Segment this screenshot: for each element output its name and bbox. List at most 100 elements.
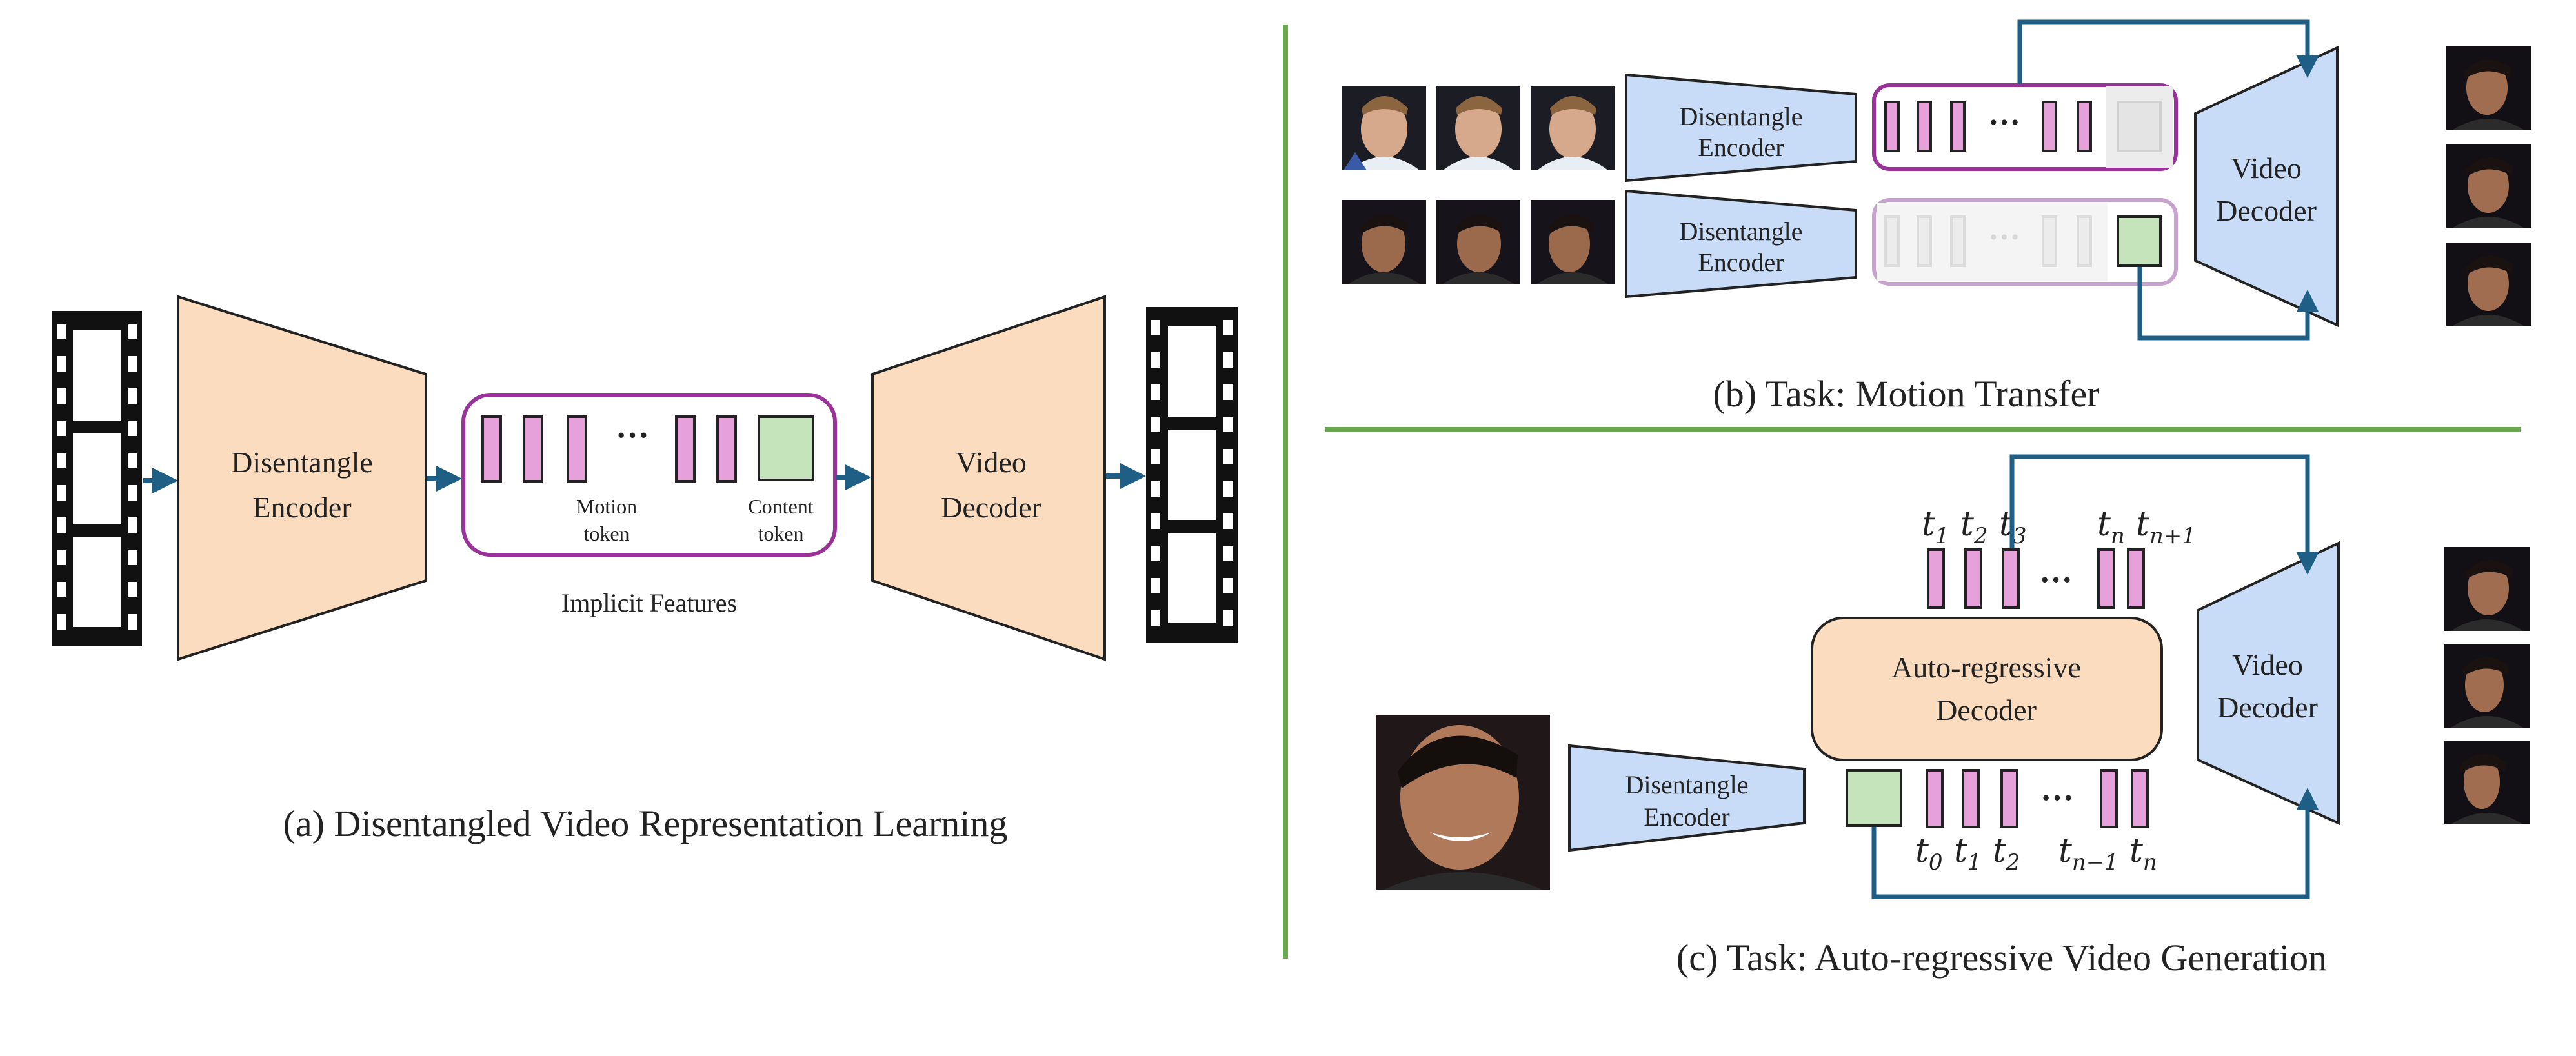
token-label: t [1999,505,2013,544]
face-thumbnail [1342,200,1426,284]
video-decoder [871,295,1106,661]
face-thumbnail [2446,46,2531,130]
disentangle-encoder-source [1625,73,1857,183]
motion-token [675,415,696,483]
ellipsis: ··· [2040,780,2074,817]
token-subscript: n+1 [2149,523,2196,549]
token-label: t [2058,832,2072,870]
content-token-label-line2: token [758,522,803,545]
disentangle-encoder [177,295,427,661]
token-subscript: n−1 [2072,850,2118,875]
svg-text:t0: t0 [1915,832,1943,875]
panel-c-caption: (c) Task: Auto-regressive Video Generati… [1676,937,2327,979]
token-subscript: n [2111,523,2125,549]
content-token [758,415,814,481]
panel-a-caption: (a) Disentangled Video Representation Le… [283,802,1008,844]
bottom-token-labels: t0 t1 t2 tn−1 tn [1915,832,2157,875]
input-token [1962,769,1980,828]
content-token-label-line1: Content [748,495,813,518]
faded-motion-token [2042,215,2057,267]
token-subscript: 1 [1967,850,1982,875]
faded-ellipsis: ··· [1988,219,2020,255]
token-label: t [2097,505,2111,544]
top-token-labels: t1 t2 t3 tn tn+1 [1922,505,2196,549]
faded-motion-token [2077,215,2092,267]
ellipsis: ··· [616,417,649,454]
face-thumbnail [1531,86,1615,170]
ellipsis: ··· [1988,104,2020,140]
faded-motion-token [1884,215,1900,267]
output-token [2002,548,2020,609]
implicit-features-box [461,393,837,557]
input-token [1926,769,1944,828]
source-features-box [1872,83,2178,171]
output-token [1927,548,1945,609]
motion-token [1884,101,1900,152]
token-subscript: 3 [2013,523,2027,549]
auto-regressive-decoder [1811,617,2163,761]
faded-content-token [2117,101,2162,152]
encoder-label-line2: Encoder [1698,248,1784,277]
encoder-label-line1: Disentangle [1679,217,1802,246]
input-face-image [1376,715,1550,890]
svg-text:t2: t2 [1960,505,1988,549]
source-face-frames [1342,86,1615,170]
input-token [2100,769,2118,828]
decoder-label-line1: Video [2232,648,2303,681]
token-subscript: 1 [1935,523,1949,549]
face-thumbnail [2446,243,2531,326]
implicit-features-caption: Implicit Features [561,588,737,617]
svg-text:tn+1: tn+1 [2136,505,2196,549]
motion-token-label-line2: token [583,522,629,545]
content-token [1846,769,1902,827]
video-decoder [2194,45,2339,328]
encoder-label-line1: Disentangle [1625,770,1748,799]
token-label: t [2129,832,2143,870]
output-token [2127,548,2145,609]
motion-token [716,415,737,483]
token-subscript: n [2143,850,2157,875]
faded-motion-token [1950,215,1966,267]
svg-text:tn−1: tn−1 [2058,832,2118,875]
decoder-label-line2: Decoder [2217,691,2318,724]
input-token [2000,769,2018,828]
ar-decoder-label-line1: Auto-regressive [1891,651,2081,684]
face-thumbnail [2444,741,2530,824]
faded-region [1877,203,2108,281]
svg-text:tn: tn [2129,832,2157,875]
motion-token-label-line1: Motion [576,495,637,518]
encoder-label-line2: Encoder [252,491,351,524]
svg-text:t2: t2 [1993,832,2020,875]
output-face-frames [2446,46,2531,326]
face-thumbnail [1436,86,1520,170]
svg-text:t3: t3 [1999,505,2027,549]
decoder-label-line2: Decoder [941,491,1041,524]
input-token [2131,769,2149,828]
faded-motion-token [1917,215,1932,267]
output-token [2097,548,2115,609]
token-label: t [1954,832,1967,870]
panel-a: Disentangle Encoder ··· Motion token Con… [52,295,1238,844]
panel-b-caption: (b) Task: Motion Transfer [1713,373,2099,415]
face-thumbnail [1436,200,1520,284]
token-label: t [2136,505,2149,544]
token-label: t [1915,832,1929,870]
motion-token [1950,101,1966,152]
svg-text:tn: tn [2097,505,2125,549]
token-label: t [1960,505,1974,544]
face-thumbnail [2444,547,2530,631]
face-thumbnail [2444,644,2530,728]
panel-b: Disentangle Encoder Disentangle Encoder … [1342,19,2531,415]
svg-text:t1: t1 [1922,505,1949,549]
token-label: t [1993,832,2006,870]
disentangle-encoder-driving [1625,189,1857,299]
motion-token [2077,101,2092,152]
disentangle-encoder [1568,744,1806,852]
motion-token [2042,101,2057,152]
token-subscript: 2 [2006,850,2020,875]
output-film-strip-icon [1146,307,1238,643]
token-label: t [1922,505,1935,544]
encoder-label-line2: Encoder [1698,133,1784,162]
motion-token [523,415,543,483]
